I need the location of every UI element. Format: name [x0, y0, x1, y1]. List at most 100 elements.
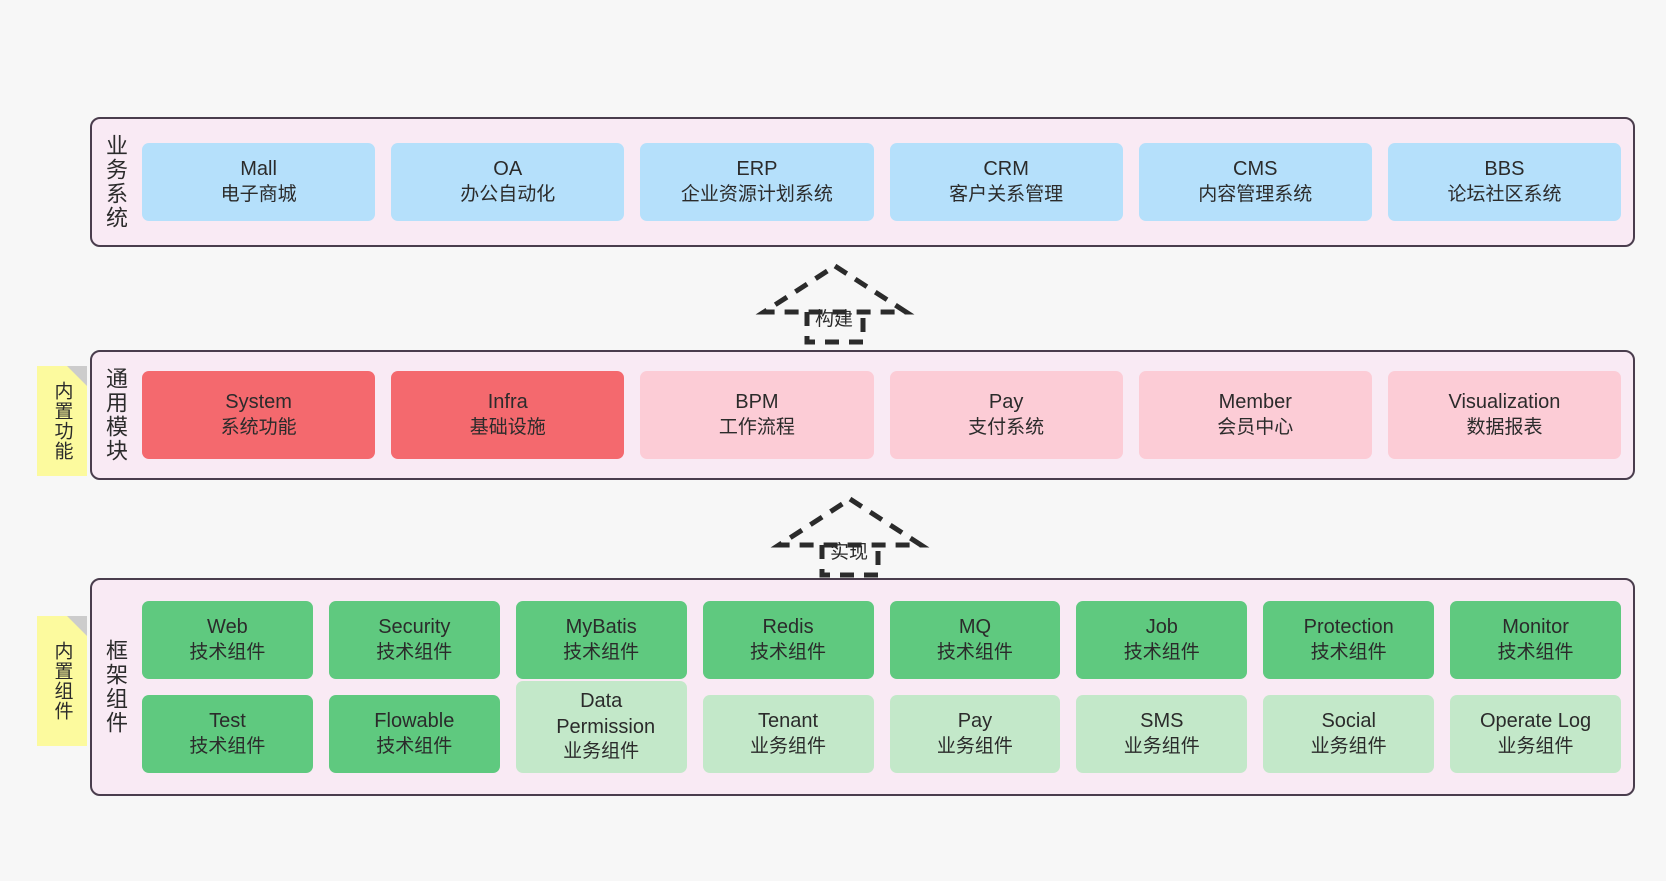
node-row-framework-tech: Web 技术组件 Security 技术组件 MyBatis 技术组件 Redi…	[142, 601, 1621, 679]
node-crm-cn: 客户关系管理	[949, 183, 1064, 205]
node-infra-en: Infra	[487, 391, 528, 414]
node-mall-en: Mall	[240, 158, 277, 181]
node-security-cn: 技术组件	[376, 641, 453, 663]
node-mybatis-en: MyBatis	[565, 616, 637, 639]
node-pay-module[interactable]: Pay 支付系统	[889, 371, 1123, 459]
node-job[interactable]: Job 技术组件	[1076, 601, 1248, 679]
node-web-cn: 技术组件	[189, 641, 266, 663]
node-rows-framework: Web 技术组件 Security 技术组件 MyBatis 技术组件 Redi…	[142, 601, 1621, 773]
sticky-note-builtin-components: 内置组件	[37, 616, 87, 746]
node-flowable-en: Flowable	[374, 710, 455, 733]
node-member-en: Member	[1218, 391, 1292, 414]
node-tenant-en: Tenant	[758, 710, 819, 733]
layer-title-common-module: 通用模块	[103, 367, 128, 463]
node-cms-en: CMS	[1233, 158, 1278, 181]
node-security[interactable]: Security 技术组件	[328, 601, 500, 679]
node-row-framework-business: Test 技术组件 Flowable 技术组件 Data Permission …	[142, 681, 1621, 773]
node-test[interactable]: Test 技术组件	[142, 695, 313, 773]
layer-title-business: 业务系统	[103, 134, 128, 230]
node-visualization[interactable]: Visualization 数据报表	[1387, 371, 1622, 459]
node-pay-component-cn: 业务组件	[936, 735, 1013, 757]
node-test-cn: 技术组件	[189, 735, 266, 757]
node-data-permission[interactable]: Data Permission 业务组件	[515, 681, 687, 773]
node-operate-log-cn: 业务组件	[1497, 735, 1574, 757]
node-protection[interactable]: Protection 技术组件	[1263, 601, 1435, 679]
node-sms-cn: 业务组件	[1123, 735, 1200, 757]
node-visualization-en: Visualization	[1448, 391, 1561, 414]
folded-corner-icon	[67, 616, 87, 636]
node-crm-en: CRM	[983, 158, 1029, 181]
node-mall[interactable]: Mall 电子商城	[142, 143, 376, 221]
node-erp[interactable]: ERP 企业资源计划系统	[640, 143, 874, 221]
node-infra[interactable]: Infra 基础设施	[391, 371, 625, 459]
node-web[interactable]: Web 技术组件	[142, 601, 313, 679]
node-flowable-cn: 技术组件	[376, 735, 453, 757]
node-bbs[interactable]: BBS 论坛社区系统	[1387, 143, 1622, 221]
node-social[interactable]: Social 业务组件	[1263, 695, 1435, 773]
node-oa[interactable]: OA 办公自动化	[391, 143, 625, 221]
node-job-cn: 技术组件	[1123, 641, 1200, 663]
node-tenant[interactable]: Tenant 业务组件	[702, 695, 874, 773]
node-redis-en: Redis	[762, 616, 814, 639]
layer-common-module: 通用模块 System 系统功能 Infra 基础设施 BPM 工作流程 Pay…	[90, 350, 1635, 480]
layer-body-business: Mall 电子商城 OA 办公自动化 ERP 企业资源计划系统 CRM 客户关系…	[138, 119, 1633, 245]
node-bpm-en: BPM	[735, 391, 779, 414]
node-security-en: Security	[378, 616, 451, 639]
node-protection-en: Protection	[1303, 616, 1394, 639]
layer-body-framework: Web 技术组件 Security 技术组件 MyBatis 技术组件 Redi…	[138, 580, 1633, 794]
node-mybatis-cn: 技术组件	[563, 641, 640, 663]
node-sms[interactable]: SMS 业务组件	[1076, 695, 1248, 773]
node-job-en: Job	[1145, 616, 1178, 639]
node-operate-log-en: Operate Log	[1479, 710, 1592, 733]
layer-business-system: 业务系统 Mall 电子商城 OA 办公自动化 ERP 企业资源计划系统 CRM…	[90, 117, 1635, 247]
node-operate-log[interactable]: Operate Log 业务组件	[1450, 695, 1621, 773]
connector-build: 构建	[755, 262, 915, 345]
node-erp-en: ERP	[736, 158, 778, 181]
node-pay-module-en: Pay	[988, 391, 1024, 414]
node-erp-cn: 企业资源计划系统	[680, 183, 833, 205]
node-oa-en: OA	[493, 158, 523, 181]
node-cms-cn: 内容管理系统	[1198, 183, 1313, 205]
node-member-cn: 会员中心	[1217, 416, 1294, 438]
node-row-common-module: System 系统功能 Infra 基础设施 BPM 工作流程 Pay 支付系统…	[142, 371, 1622, 459]
node-protection-cn: 技术组件	[1310, 641, 1387, 663]
node-visualization-cn: 数据报表	[1466, 416, 1543, 438]
node-redis[interactable]: Redis 技术组件	[702, 601, 874, 679]
node-member[interactable]: Member 会员中心	[1138, 371, 1372, 459]
node-bpm[interactable]: BPM 工作流程	[640, 371, 874, 459]
sticky-note-builtin-components-label: 内置组件	[51, 641, 73, 721]
node-mq[interactable]: MQ 技术组件	[889, 601, 1061, 679]
node-crm[interactable]: CRM 客户关系管理	[889, 143, 1123, 221]
node-bbs-cn: 论坛社区系统	[1447, 183, 1562, 205]
node-infra-cn: 基础设施	[469, 416, 546, 438]
node-data-permission-en: Data Permission	[556, 690, 656, 738]
layer-title-framework: 框架组件	[103, 639, 128, 735]
connector-implement-label: 实现	[830, 542, 869, 563]
node-pay-component-en: Pay	[957, 710, 993, 733]
layer-body-common-module: System 系统功能 Infra 基础设施 BPM 工作流程 Pay 支付系统…	[138, 352, 1633, 478]
node-system-en: System	[225, 391, 292, 414]
node-cms[interactable]: CMS 内容管理系统	[1138, 143, 1372, 221]
node-bpm-cn: 工作流程	[718, 416, 795, 438]
sticky-note-builtin-features: 内置功能	[37, 366, 87, 476]
node-mall-cn: 电子商城	[220, 183, 297, 205]
node-monitor-en: Monitor	[1502, 616, 1569, 639]
node-mq-en: MQ	[958, 616, 992, 639]
node-row-business: Mall 电子商城 OA 办公自动化 ERP 企业资源计划系统 CRM 客户关系…	[142, 143, 1622, 221]
node-tenant-cn: 业务组件	[750, 735, 827, 757]
node-pay-module-cn: 支付系统	[968, 416, 1045, 438]
node-flowable[interactable]: Flowable 技术组件	[328, 695, 500, 773]
node-social-cn: 业务组件	[1310, 735, 1387, 757]
folded-corner-icon	[67, 366, 87, 386]
node-web-en: Web	[207, 616, 248, 639]
node-monitor[interactable]: Monitor 技术组件	[1450, 601, 1621, 679]
node-mybatis[interactable]: MyBatis 技术组件	[515, 601, 687, 679]
node-pay-component[interactable]: Pay 业务组件	[889, 695, 1061, 773]
node-system[interactable]: System 系统功能	[142, 371, 376, 459]
node-mq-cn: 技术组件	[936, 641, 1013, 663]
node-monitor-cn: 技术组件	[1497, 641, 1574, 663]
connector-build-label: 构建	[815, 309, 854, 330]
node-sms-en: SMS	[1140, 710, 1184, 733]
node-bbs-en: BBS	[1484, 158, 1525, 181]
